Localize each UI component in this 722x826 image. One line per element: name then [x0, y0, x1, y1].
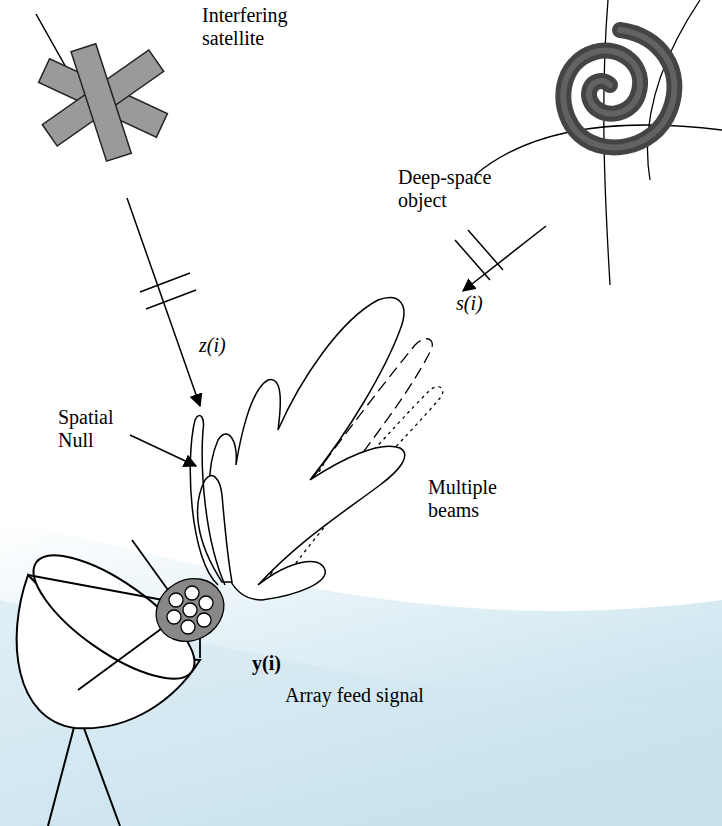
- feed-label: Array feed signal: [285, 684, 485, 707]
- satellite: [36, 14, 167, 161]
- signal-name: y(i): [252, 652, 312, 675]
- galaxy: [475, 0, 722, 285]
- array-feed: [145, 567, 236, 654]
- leader-line: [130, 435, 196, 466]
- signal-name: z(i): [199, 334, 259, 357]
- null-label: Spatial Null: [58, 406, 138, 452]
- signal-name: s(i): [456, 292, 516, 315]
- main-beam: [190, 298, 405, 600]
- interference-arrow: [127, 198, 200, 406]
- background-wave: [0, 520, 722, 826]
- satellite-label: Interfering satellite: [202, 4, 302, 50]
- signal-arrow: [455, 226, 546, 291]
- object-label: Deep-space object: [398, 166, 508, 212]
- dish-antenna: [16, 534, 212, 826]
- beams-label: Multiple beams: [428, 476, 518, 522]
